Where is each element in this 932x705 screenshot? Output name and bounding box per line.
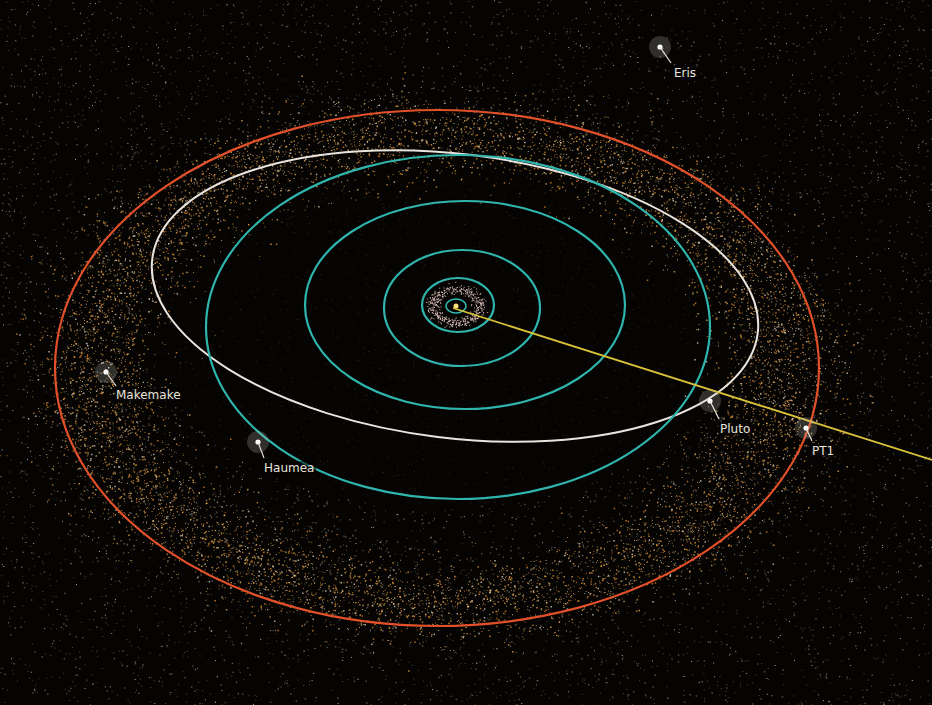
kuiper-belt-dust bbox=[19, 81, 863, 676]
asteroid-belt bbox=[426, 282, 488, 328]
planet-orbit bbox=[422, 278, 494, 332]
body-label: PT1 bbox=[810, 444, 836, 458]
body-label: Haumea bbox=[262, 461, 316, 475]
planet-orbit bbox=[384, 250, 540, 366]
body-markers bbox=[95, 36, 817, 458]
leader-line bbox=[106, 372, 116, 386]
leader-line bbox=[710, 401, 719, 419]
body-label: Pluto bbox=[718, 422, 752, 436]
pluto-orbit bbox=[135, 118, 775, 474]
planet-orbit bbox=[206, 155, 710, 499]
body-label: Eris bbox=[672, 66, 698, 80]
kuiper-belt-dust bbox=[0, 76, 893, 672]
leader-line bbox=[806, 428, 812, 441]
belt-orbit bbox=[55, 110, 819, 626]
leader-line bbox=[660, 47, 671, 63]
planet-orbit bbox=[305, 201, 625, 409]
spacecraft-trajectory bbox=[453, 308, 932, 460]
inner-void bbox=[145, 128, 745, 508]
leader-line bbox=[258, 442, 264, 458]
body-label: Makemake bbox=[114, 388, 183, 402]
kuiper-belt-dust bbox=[0, 72, 875, 678]
